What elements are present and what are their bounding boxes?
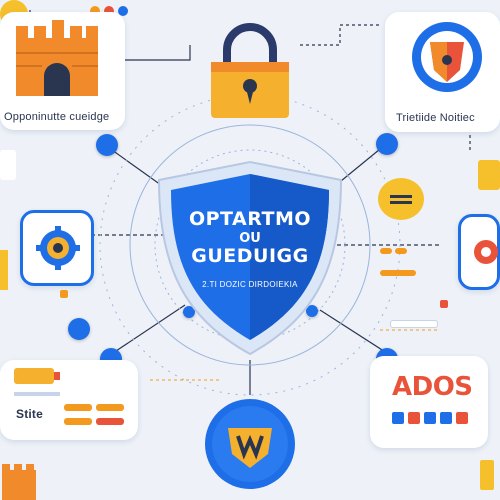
ados-tile-1: [392, 412, 404, 424]
node-top-left[interactable]: [96, 134, 118, 156]
shield-icon: [157, 160, 343, 356]
castle-icon: [16, 20, 98, 96]
form-bar-3: [64, 418, 92, 425]
card-form-label: Stite: [16, 407, 44, 421]
form-bar-1: [64, 404, 92, 411]
ados-tile-5: [456, 412, 468, 424]
node-right-center[interactable]: [306, 305, 318, 317]
side-block-left: [0, 250, 8, 290]
browser-shield-icon: [412, 22, 482, 92]
bar-right-4: [390, 320, 438, 328]
building-icon: [2, 464, 36, 500]
accent-dot-1: [60, 290, 68, 298]
card-ados-title: ADOS: [392, 372, 473, 402]
node-bottom-center[interactable]: [183, 306, 195, 318]
accent-dot-2: [440, 300, 448, 308]
shield-title-1: OPTARTMO: [188, 208, 312, 230]
card-castle-label: Opponinutte cueidge: [4, 111, 110, 123]
side-note-left: [0, 150, 16, 180]
shield-title-3: GUEDUIGG: [191, 245, 309, 267]
form-header-accent: [54, 372, 60, 380]
accent-dot-3: [480, 460, 494, 490]
card-ados[interactable]: [370, 356, 488, 448]
bar-right-1: [380, 248, 392, 254]
form-bar-2: [96, 404, 124, 411]
ados-tile-2: [408, 412, 420, 424]
ados-tile-4: [440, 412, 452, 424]
form-header: [14, 368, 54, 384]
shield-subtitle: 2.TI DOZIC DIRDOIEKIA: [202, 280, 298, 289]
dot-blue: [118, 6, 128, 16]
dot-red: [104, 6, 114, 16]
bar-right-3: [380, 270, 416, 276]
ados-tile-3: [424, 412, 436, 424]
form-stripe: [14, 392, 60, 396]
node-bottom-left[interactable]: [68, 318, 90, 340]
gear-icon: [36, 226, 80, 270]
bar-right-2: [395, 248, 407, 254]
crown-shield-icon[interactable]: [200, 394, 300, 494]
padlock-icon[interactable]: [205, 22, 295, 122]
shield-title-2: OU: [239, 231, 261, 246]
dot-orange: [90, 6, 100, 16]
side-note-right: [478, 160, 500, 190]
card-browser-label: Trietiide Noitiec: [396, 112, 475, 124]
note-right: [378, 178, 424, 220]
form-bar-4: [96, 418, 124, 425]
cog-icon: [474, 240, 498, 264]
node-top-right[interactable]: [376, 133, 398, 155]
note-right-lines: [390, 195, 412, 198]
